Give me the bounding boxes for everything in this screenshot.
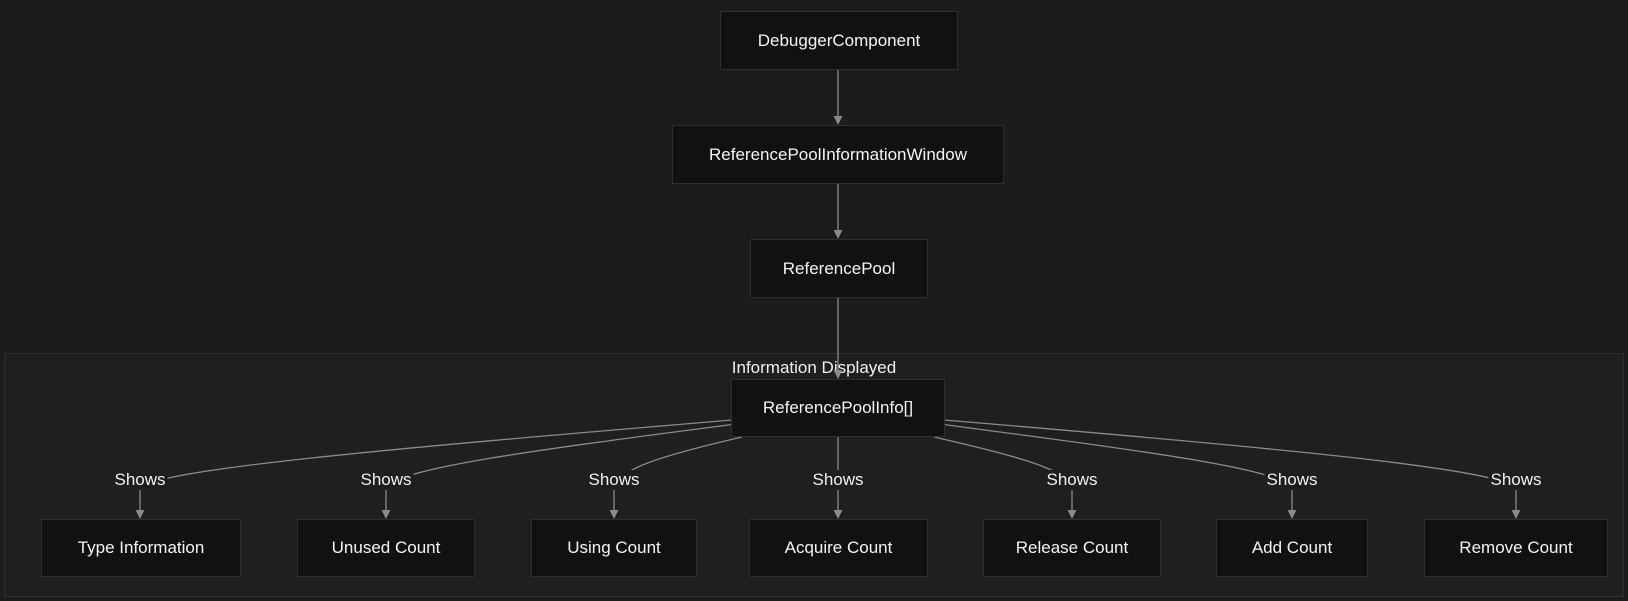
edge-info-to-remove-count: [943, 419, 1521, 519]
node-release-count: Release Count: [983, 519, 1161, 577]
node-unused-count: Unused Count: [297, 519, 475, 577]
node-label: Release Count: [1015, 538, 1129, 557]
node-label: Add Count: [1251, 538, 1333, 557]
edge-info-to-unused-count: [381, 423, 737, 519]
node-label: Using Count: [567, 538, 661, 557]
node-reference-pool-information-window: ReferencePoolInformationWindow: [672, 125, 1004, 184]
node-reference-pool: ReferencePool: [750, 239, 928, 298]
node-label: ReferencePoolInformationWindow: [709, 144, 967, 164]
edge-label-shows: Shows: [358, 470, 414, 490]
node-label: Remove Count: [1459, 538, 1573, 557]
node-label: ReferencePoolInfo[]: [762, 398, 914, 417]
node-remove-count: Remove Count: [1424, 519, 1608, 577]
edge-label-shows: Shows: [810, 470, 866, 490]
node-using-count: Using Count: [531, 519, 697, 577]
edge-label-shows: Shows: [112, 470, 168, 490]
edge-label-shows: Shows: [586, 470, 642, 490]
edge-label-shows: Shows: [1264, 470, 1320, 490]
node-label: Unused Count: [331, 538, 441, 557]
node-reference-pool-info: ReferencePoolInfo[]: [731, 379, 945, 437]
node-label: Acquire Count: [784, 538, 893, 557]
node-label: DebuggerComponent: [757, 30, 921, 50]
edge-label-shows: Shows: [1488, 470, 1544, 490]
edge-info-to-add-count: [939, 423, 1297, 519]
edge-label-shows: Shows: [1044, 470, 1100, 490]
node-acquire-count: Acquire Count: [749, 519, 928, 577]
node-type-information: Type Information: [41, 519, 241, 577]
node-debugger-component: DebuggerComponent: [720, 11, 958, 70]
subgraph-label: Information Displayed: [731, 358, 897, 377]
node-add-count: Add Count: [1216, 519, 1368, 577]
node-label: Type Information: [77, 538, 205, 557]
node-label: ReferencePool: [782, 258, 896, 278]
